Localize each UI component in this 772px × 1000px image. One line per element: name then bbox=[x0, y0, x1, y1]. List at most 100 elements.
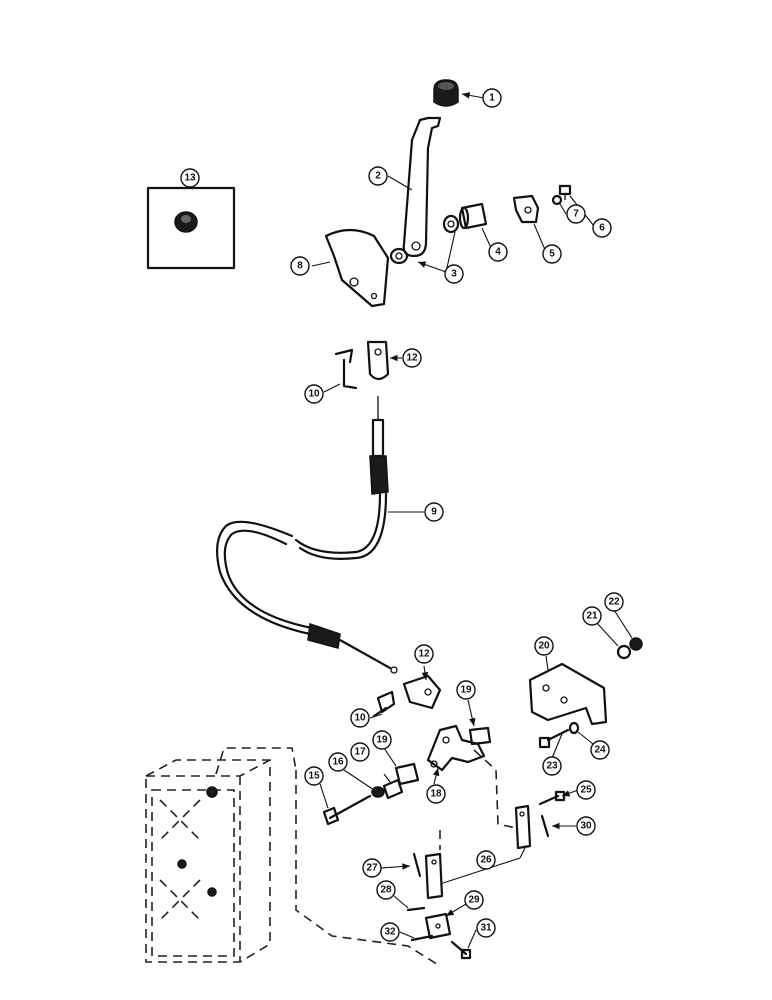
svg-text:24: 24 bbox=[594, 745, 606, 756]
svg-text:16: 16 bbox=[332, 757, 344, 768]
bolt-23 bbox=[538, 728, 570, 749]
svg-text:1: 1 bbox=[489, 93, 495, 104]
svg-text:28: 28 bbox=[380, 885, 392, 896]
callout-9: 9 bbox=[424, 502, 444, 522]
callout-31: 31 bbox=[476, 918, 496, 938]
svg-text:27: 27 bbox=[366, 863, 378, 874]
callout-16: 16 bbox=[328, 752, 348, 772]
callout-21: 21 bbox=[582, 606, 602, 626]
svg-text:8: 8 bbox=[297, 261, 303, 272]
quadrant-plate bbox=[324, 228, 390, 308]
svg-text:10: 10 bbox=[354, 713, 366, 724]
callout-13: 13 bbox=[180, 168, 200, 188]
callout-29: 29 bbox=[464, 890, 484, 910]
callout-5: 5 bbox=[542, 244, 562, 264]
svg-text:25: 25 bbox=[580, 785, 592, 796]
bolt-31 bbox=[450, 940, 472, 960]
callout-19-lower: 19 bbox=[372, 730, 392, 750]
link-26-lower bbox=[424, 852, 444, 900]
callout-1: 1 bbox=[482, 88, 502, 108]
callout-19-upper: 19 bbox=[456, 680, 476, 700]
svg-text:20: 20 bbox=[538, 641, 550, 652]
svg-text:30: 30 bbox=[580, 821, 592, 832]
clevis-lower bbox=[402, 674, 442, 710]
spacer-17 bbox=[382, 778, 404, 800]
callout-7: 7 bbox=[566, 204, 586, 224]
callout-18: 18 bbox=[426, 784, 446, 804]
svg-text:13: 13 bbox=[184, 173, 196, 184]
svg-text:23: 23 bbox=[546, 761, 558, 772]
callout-17: 17 bbox=[350, 742, 370, 762]
nut-22 bbox=[629, 637, 643, 651]
callout-10-upper: 10 bbox=[304, 384, 324, 404]
callout-4: 4 bbox=[488, 242, 508, 262]
transmission-housing bbox=[145, 759, 271, 963]
callout-25: 25 bbox=[576, 780, 596, 800]
washer-24 bbox=[568, 721, 580, 735]
callout-24: 24 bbox=[590, 740, 610, 760]
cotter-pin-30 bbox=[540, 814, 550, 838]
svg-text:22: 22 bbox=[608, 597, 620, 608]
bushing-19b bbox=[394, 762, 420, 786]
link-26-upper bbox=[514, 804, 532, 850]
callout-3: 3 bbox=[444, 264, 464, 284]
lock-washer-7 bbox=[551, 194, 563, 206]
callout-26: 26 bbox=[476, 850, 496, 870]
pin-28 bbox=[406, 906, 426, 912]
svg-text:21: 21 bbox=[586, 611, 598, 622]
svg-text:12: 12 bbox=[406, 353, 418, 364]
callout-23: 23 bbox=[542, 756, 562, 776]
clevis-pin-upper bbox=[334, 348, 358, 390]
bushing-19a bbox=[468, 726, 492, 746]
svg-text:2: 2 bbox=[375, 171, 381, 182]
svg-text:26: 26 bbox=[480, 855, 492, 866]
svg-text:4: 4 bbox=[495, 247, 501, 258]
lever-arm bbox=[426, 724, 486, 772]
bracket-plate bbox=[512, 194, 540, 224]
svg-text:7: 7 bbox=[573, 209, 579, 220]
washer-16 bbox=[371, 786, 385, 798]
svg-text:19: 19 bbox=[376, 735, 388, 746]
callout-28: 28 bbox=[376, 880, 396, 900]
callout-10-lower: 10 bbox=[350, 708, 370, 728]
cotter-pin-27 bbox=[412, 852, 422, 878]
svg-text:6: 6 bbox=[599, 223, 605, 234]
svg-text:18: 18 bbox=[430, 789, 442, 800]
svg-text:9: 9 bbox=[431, 507, 437, 518]
callout-6: 6 bbox=[592, 218, 612, 238]
clevis-pin-lower bbox=[372, 690, 396, 718]
washer-21 bbox=[616, 644, 632, 660]
callout-8: 8 bbox=[290, 256, 310, 276]
svg-text:32: 32 bbox=[384, 927, 396, 938]
mounting-bracket bbox=[528, 662, 608, 726]
svg-text:15: 15 bbox=[308, 771, 320, 782]
svg-text:10: 10 bbox=[308, 389, 320, 400]
svg-text:29: 29 bbox=[468, 895, 480, 906]
svg-text:31: 31 bbox=[480, 923, 492, 934]
callout-12-lower: 12 bbox=[414, 644, 434, 664]
washer-3 bbox=[389, 214, 460, 265]
callout-20: 20 bbox=[534, 636, 554, 656]
svg-text:3: 3 bbox=[451, 269, 457, 280]
shift-lever bbox=[402, 116, 442, 258]
callout-30: 30 bbox=[576, 816, 596, 836]
callout-15: 15 bbox=[304, 766, 324, 786]
callout-2: 2 bbox=[368, 166, 388, 186]
callout-12-upper: 12 bbox=[402, 348, 422, 368]
shift-knob bbox=[433, 79, 459, 107]
svg-text:12: 12 bbox=[418, 649, 430, 660]
inset-box bbox=[146, 186, 236, 270]
clevis-upper bbox=[366, 340, 390, 381]
callout-32: 32 bbox=[380, 922, 400, 942]
control-cable bbox=[215, 396, 398, 674]
svg-text:17: 17 bbox=[354, 747, 366, 758]
bushing bbox=[458, 202, 488, 230]
routing-lines bbox=[215, 747, 517, 967]
clip-29 bbox=[424, 912, 452, 940]
callout-27: 27 bbox=[362, 858, 382, 878]
svg-text:19: 19 bbox=[460, 685, 472, 696]
bolt-25 bbox=[538, 790, 566, 806]
bolt-15 bbox=[322, 794, 372, 826]
callout-22: 22 bbox=[604, 592, 624, 612]
